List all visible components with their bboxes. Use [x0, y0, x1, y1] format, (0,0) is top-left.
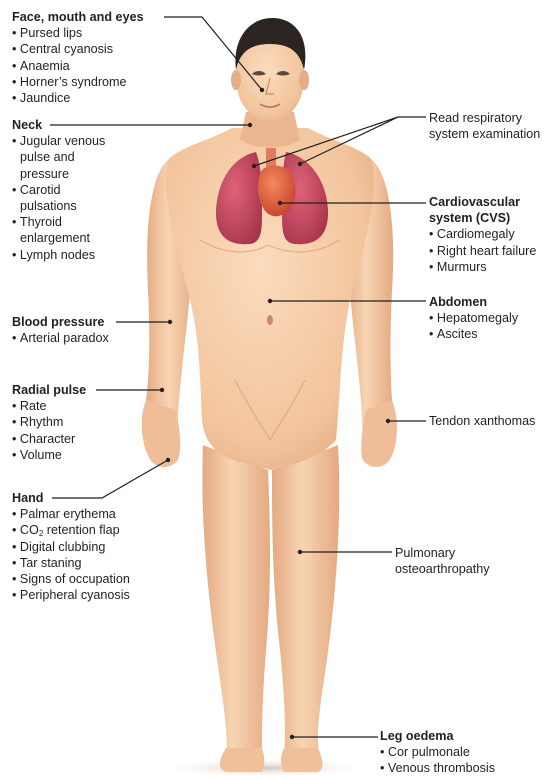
radial-item: Character — [12, 431, 86, 447]
neck-item: pulse and — [12, 149, 105, 165]
pulm-line: osteoarthropathy — [395, 561, 490, 577]
hand-item: Palmar erythema — [12, 506, 130, 522]
left-foot — [220, 748, 264, 772]
label-radial-pulse: Radial pulse Rate Rhythm Character Volum… — [12, 382, 86, 463]
right-foot — [281, 748, 323, 772]
face-item: Pursed lips — [12, 25, 144, 41]
resp-line: Read respiratory — [429, 110, 540, 126]
cvs-item: Right heart failure — [429, 243, 536, 259]
radial-item: Volume — [12, 447, 86, 463]
face-item: Anaemia — [12, 58, 144, 74]
left-hand — [142, 400, 180, 467]
face-item: Horner’s syndrome — [12, 74, 144, 90]
cvs-item: Cardiomegaly — [429, 226, 536, 242]
leg-item: Venous thrombosis — [380, 760, 495, 776]
hand-item: Signs of occupation — [12, 571, 130, 587]
neck-item: Carotid — [12, 182, 105, 198]
label-leg: Leg oedema Cor pulmonale Venous thrombos… — [380, 728, 495, 777]
label-tendon: Tendon xanthomas — [429, 413, 535, 429]
neck-item: enlargement — [12, 230, 105, 246]
face-item: Central cyanosis — [12, 41, 144, 57]
abdomen-heading: Abdomen — [429, 294, 518, 310]
face-item: Jaundice — [12, 90, 144, 106]
right-ear — [299, 70, 309, 90]
right-hand — [361, 400, 397, 467]
hand-item: Tar staning — [12, 555, 130, 571]
neck-item: Thyroid — [12, 214, 105, 230]
neck-item: pulsations — [12, 198, 105, 214]
pulm-line: Pulmonary — [395, 545, 490, 561]
radial-item: Rhythm — [12, 414, 86, 430]
floor-shadow — [155, 758, 375, 778]
label-cvs: Cardiovascular system (CVS) Cardiomegaly… — [429, 194, 536, 275]
hand-item: Digital clubbing — [12, 539, 130, 555]
label-blood-pressure: Blood pressure Arterial paradox — [12, 314, 109, 346]
left-ear — [231, 70, 241, 90]
cvs-heading: Cardiovascular — [429, 194, 536, 210]
face-heading: Face, mouth and eyes — [12, 9, 144, 25]
radial-heading: Radial pulse — [12, 382, 86, 398]
label-abdomen: Abdomen Hepatomegaly Ascites — [429, 294, 518, 343]
hand-item: Peripheral cyanosis — [12, 587, 130, 603]
abdomen-item: Hepatomegaly — [429, 310, 518, 326]
tendon-text: Tendon xanthomas — [429, 413, 535, 429]
neck-item: pressure — [12, 166, 105, 182]
bp-item: Arterial paradox — [12, 330, 109, 346]
left-leg — [202, 445, 270, 760]
bp-heading: Blood pressure — [12, 314, 109, 330]
hand-heading: Hand — [12, 490, 130, 506]
navel — [267, 315, 273, 325]
neck-heading: Neck — [12, 117, 105, 133]
hand-item-co2: CO2 retention flap — [12, 522, 130, 538]
cvs-heading: system (CVS) — [429, 210, 536, 226]
neck-item: Jugular venous — [12, 133, 105, 149]
label-pulmonary: Pulmonary osteoarthropathy — [395, 545, 490, 577]
leg-item: Cor pulmonale — [380, 744, 495, 760]
label-respiratory: Read respiratory system examination — [429, 110, 540, 142]
radial-item: Rate — [12, 398, 86, 414]
neck-item: Lymph nodes — [12, 247, 105, 263]
label-face: Face, mouth and eyes Pursed lips Central… — [12, 9, 144, 106]
right-leg — [272, 445, 339, 760]
abdomen-item: Ascites — [429, 326, 518, 342]
resp-line: system examination — [429, 126, 540, 142]
label-neck: Neck Jugular venous pulse and pressure C… — [12, 117, 105, 263]
label-hand: Hand Palmar erythema CO2 retention flap … — [12, 490, 130, 603]
cvs-item: Murmurs — [429, 259, 536, 275]
leg-heading: Leg oedema — [380, 728, 495, 744]
